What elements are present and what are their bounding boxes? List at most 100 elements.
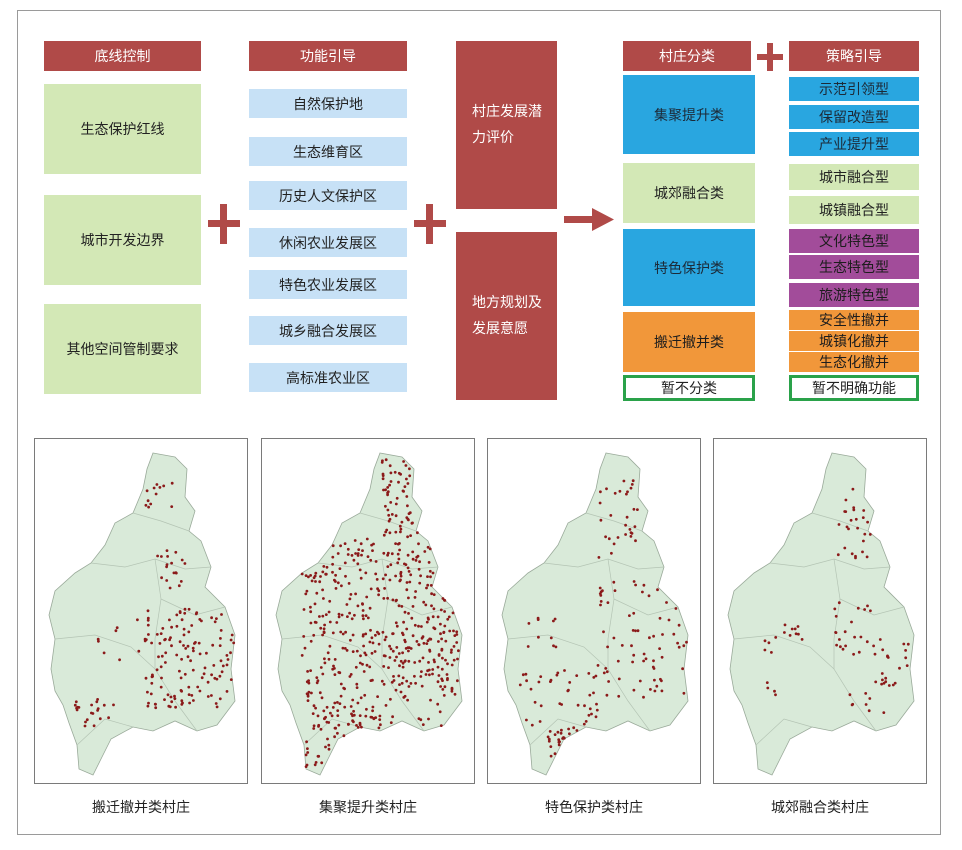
- village-dot: [75, 708, 79, 712]
- village-dot: [447, 615, 451, 619]
- village-dot: [865, 555, 869, 559]
- village-dot: [333, 701, 337, 705]
- village-dot: [405, 679, 409, 683]
- district-boundary: [281, 634, 383, 670]
- village-dot: [622, 479, 626, 483]
- village-dot: [210, 616, 214, 620]
- village-dot: [346, 553, 350, 556]
- village-dot: [373, 650, 377, 653]
- village-dot: [525, 679, 528, 683]
- village-dot: [369, 628, 372, 632]
- village-dot: [397, 480, 400, 484]
- village-dot: [364, 614, 368, 617]
- strategy-item: 生态特色型: [789, 255, 919, 279]
- village-dot: [304, 592, 308, 596]
- village-dot: [642, 583, 646, 587]
- village-dot: [848, 693, 852, 697]
- village-dot: [863, 608, 866, 611]
- village-dot: [203, 666, 207, 670]
- village-dot: [303, 646, 307, 650]
- village-dot: [220, 670, 224, 674]
- village-dot: [158, 642, 162, 645]
- village-dot: [613, 491, 617, 495]
- village-dot: [559, 731, 563, 735]
- village-dot: [403, 485, 407, 488]
- village-dot: [406, 698, 409, 702]
- village-dot: [631, 660, 634, 664]
- village-dot: [154, 706, 158, 710]
- village-dot: [444, 639, 448, 643]
- strategy-item: 城镇融合型: [789, 196, 919, 224]
- village-dot: [411, 605, 415, 608]
- village-dot: [868, 533, 872, 536]
- village-dot: [420, 625, 423, 628]
- local-planning-label: 地方规划及发展意愿: [472, 295, 542, 337]
- village-dot: [386, 565, 390, 568]
- village-dot: [365, 595, 369, 599]
- village-dot: [426, 583, 430, 587]
- village-dot: [456, 679, 459, 683]
- village-dot: [369, 715, 373, 719]
- region-map-svg: [48, 452, 236, 776]
- village-dot: [191, 646, 195, 650]
- village-dot: [386, 553, 389, 557]
- village-dot: [389, 480, 393, 483]
- village-dot: [859, 635, 863, 639]
- class-protection: 特色保护类: [623, 229, 755, 306]
- village-dot: [369, 587, 373, 591]
- village-dot: [137, 649, 141, 653]
- village-dot: [767, 641, 771, 645]
- village-dot: [168, 638, 172, 642]
- village-dot: [399, 572, 403, 576]
- village-dot: [219, 629, 223, 632]
- village-dot: [386, 490, 390, 494]
- village-dot: [861, 550, 864, 554]
- village-dot: [445, 673, 449, 676]
- village-dot: [364, 653, 368, 657]
- village-dot: [685, 640, 688, 644]
- village-dot: [146, 616, 150, 620]
- village-dot: [175, 624, 179, 628]
- village-dot: [164, 661, 167, 664]
- village-dot: [421, 635, 425, 639]
- village-dot: [359, 696, 363, 700]
- village-dot: [421, 723, 425, 726]
- village-dot: [337, 723, 341, 727]
- village-dot: [425, 586, 428, 590]
- village-dot: [552, 619, 555, 623]
- village-dot: [170, 561, 174, 565]
- village-dot: [218, 674, 222, 678]
- village-dot: [331, 631, 335, 635]
- village-dot: [378, 714, 382, 718]
- village-dot: [187, 630, 191, 634]
- village-dot: [362, 644, 365, 648]
- village-dot: [322, 627, 326, 631]
- village-dot: [328, 620, 332, 624]
- village-dot: [431, 672, 434, 676]
- village-dot: [382, 597, 386, 600]
- village-dot: [154, 492, 158, 496]
- village-dot: [588, 693, 592, 697]
- village-dot: [326, 737, 329, 741]
- strategy-item: 安全性撤并: [789, 310, 919, 330]
- village-dot: [607, 537, 611, 541]
- village-dot: [553, 617, 557, 621]
- village-dot: [406, 535, 409, 539]
- village-dot: [882, 711, 886, 714]
- village-dot: [382, 551, 386, 555]
- village-dot: [369, 679, 373, 682]
- village-dot: [360, 553, 363, 557]
- map-protection: [487, 438, 701, 784]
- village-dot: [636, 508, 639, 511]
- village-dot: [221, 664, 225, 668]
- village-dot: [388, 656, 392, 659]
- village-dot: [395, 496, 399, 500]
- village-dot: [319, 626, 323, 630]
- village-dot: [173, 697, 177, 700]
- village-dot: [337, 612, 341, 616]
- village-dot: [214, 702, 218, 705]
- village-dot: [638, 679, 642, 683]
- village-dot: [843, 510, 847, 513]
- village-dot: [382, 665, 386, 668]
- village-dot: [318, 580, 322, 584]
